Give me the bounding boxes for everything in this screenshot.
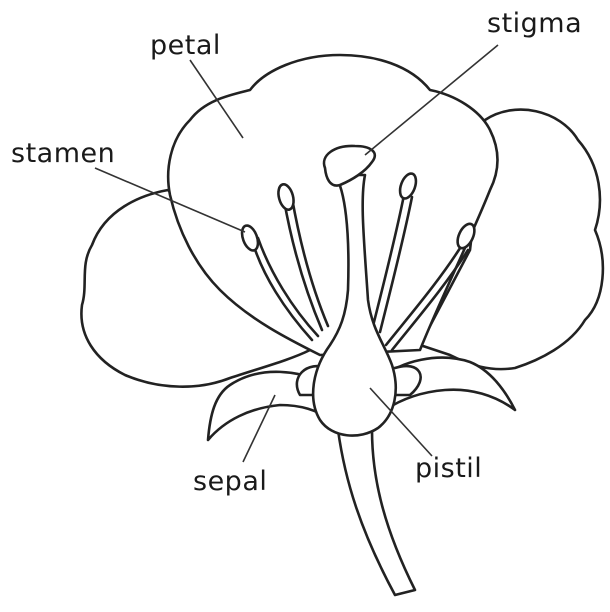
- stem: [338, 430, 415, 595]
- label-petal: petal: [150, 32, 221, 59]
- label-stamen: stamen: [11, 140, 115, 167]
- label-pistil: pistil: [415, 455, 482, 482]
- label-stigma: stigma: [487, 10, 582, 37]
- label-sepal: sepal: [193, 468, 267, 495]
